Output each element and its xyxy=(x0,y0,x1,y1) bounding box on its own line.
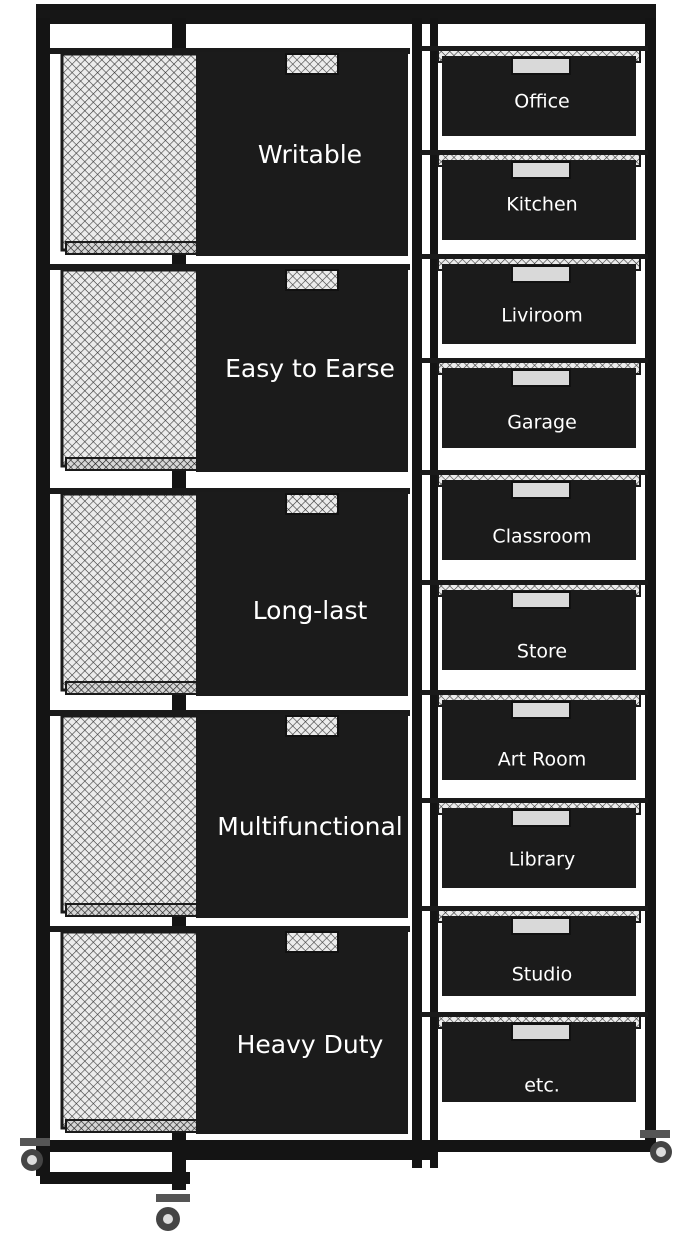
small-drawer[interactable]: Office xyxy=(420,46,648,136)
drawer-label: Easy to Earse xyxy=(225,354,395,383)
small-drawer[interactable]: Art Room xyxy=(420,690,648,780)
small-drawer[interactable]: etc. xyxy=(420,1012,648,1102)
small-drawer[interactable]: Garage xyxy=(420,358,648,448)
caster-wheels xyxy=(20,1130,672,1231)
small-drawer[interactable]: Kitchen xyxy=(420,150,648,240)
drawer-label: Art Room xyxy=(498,749,586,771)
small-drawer[interactable]: Studio xyxy=(420,906,648,996)
drawer-label: Long-last xyxy=(253,596,368,625)
small-drawer[interactable]: Liviroom xyxy=(420,254,648,344)
caster-wheel xyxy=(20,1138,50,1171)
large-drawer[interactable]: Heavy Duty xyxy=(50,926,410,1134)
drawer-label: Store xyxy=(517,641,567,663)
large-drawer[interactable]: Easy to Earse xyxy=(50,264,410,472)
small-drawer[interactable]: Library xyxy=(420,798,648,888)
drawer-label: Garage xyxy=(507,412,577,434)
large-drawer[interactable]: Multifunctional xyxy=(50,710,410,918)
small-drawer[interactable]: Classroom xyxy=(420,470,648,560)
caster-wheel xyxy=(156,1194,190,1231)
drawer-label: Classroom xyxy=(492,526,591,548)
large-drawer[interactable]: Writable xyxy=(50,48,410,256)
drawer-label: Studio xyxy=(512,964,573,986)
drawer-label: Kitchen xyxy=(506,194,577,216)
drawer-label: etc. xyxy=(524,1075,560,1097)
drawer-label: Heavy Duty xyxy=(237,1030,384,1059)
drawer-label: Writable xyxy=(258,140,362,169)
drawer-label: Library xyxy=(509,849,575,871)
drawer-label: Liviroom xyxy=(501,305,583,327)
drawer-label: Multifunctional xyxy=(217,812,403,841)
small-drawer[interactable]: Store xyxy=(420,580,648,670)
drawer-label: Office xyxy=(514,91,569,113)
caster-wheel xyxy=(640,1130,672,1163)
large-drawer[interactable]: Long-last xyxy=(50,488,410,696)
